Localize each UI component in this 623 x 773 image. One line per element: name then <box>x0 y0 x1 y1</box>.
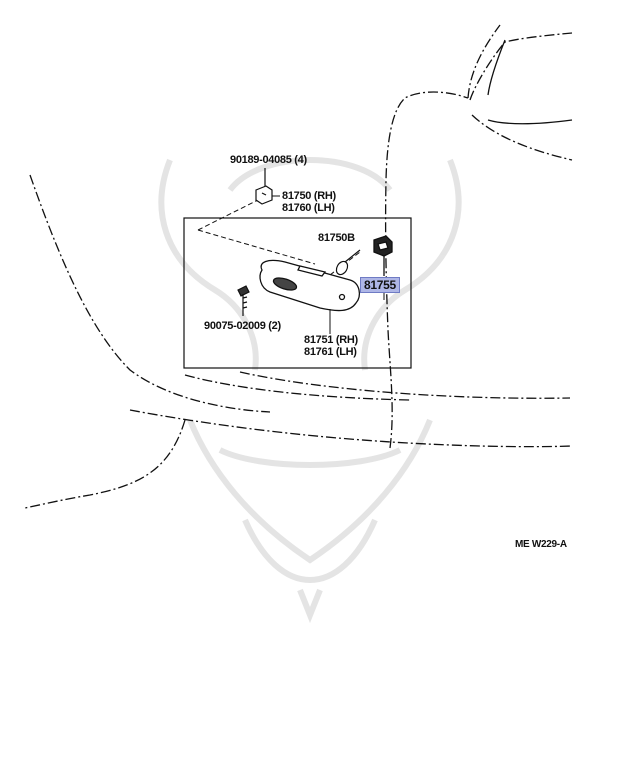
clip-part-icon <box>255 168 273 205</box>
leader-lines <box>272 195 385 334</box>
label-lens-lh: 81761 (LH) <box>304 346 357 358</box>
lamp-lens-icon <box>259 259 361 312</box>
label-lamp-assy-rh: 81750 (RH) <box>282 190 336 202</box>
watermark-emblem <box>158 157 462 624</box>
reference-code: ME W229-A <box>515 539 567 550</box>
label-screw: 90075-02009 (2) <box>204 320 281 332</box>
label-lamp-assy-lh: 81760 (LH) <box>282 202 335 214</box>
detail-box <box>183 217 412 369</box>
socket-icon <box>373 235 393 276</box>
label-bulb: 81750B <box>318 232 355 244</box>
label-socket-highlighted[interactable]: 81755 <box>360 277 400 293</box>
label-clip-top: 90189-04085 (4) <box>230 154 307 166</box>
label-lens-rh: 81751 (RH) <box>304 334 358 346</box>
body-outline-solid <box>487 39 573 125</box>
bulb-icon <box>335 249 361 276</box>
screw-icon <box>237 285 250 316</box>
